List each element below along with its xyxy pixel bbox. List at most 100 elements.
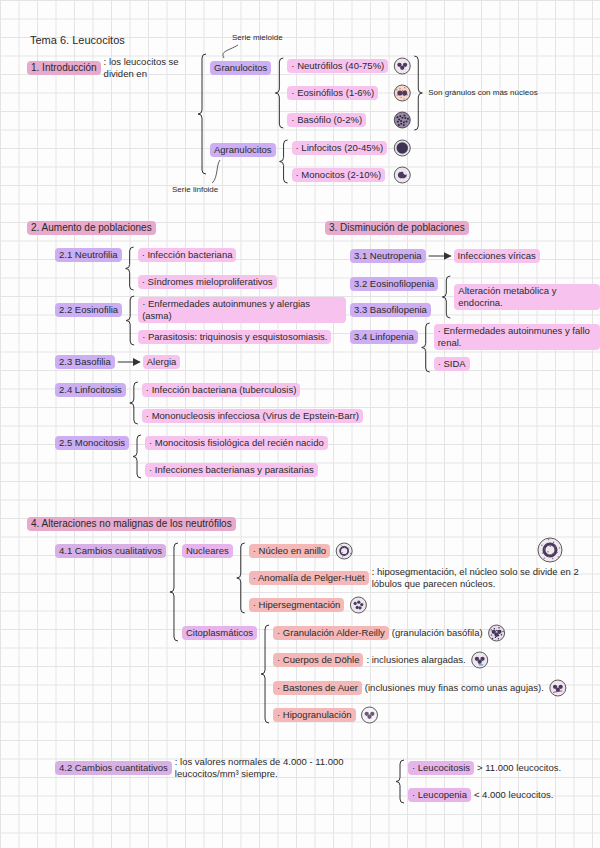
- highlight-box: 4.1 Cambios cualitativos: [55, 544, 166, 558]
- note-text: : inclusiones alargadas.: [366, 654, 465, 666]
- node-text: · SIDA: [438, 358, 466, 369]
- node-text: 2.2 Eosinofilia: [59, 304, 118, 315]
- highlight-box: Agranulocitos: [210, 143, 276, 157]
- highlight-box: 3.4 Linfopenia: [350, 330, 418, 344]
- node-text: Citoplasmáticos: [186, 627, 253, 638]
- node-text: · Infección bacteriana (tuberculosis): [146, 384, 297, 395]
- highlight-box: Nucleares: [182, 544, 233, 558]
- note-text: Son gránulos con más núcleos: [428, 88, 537, 98]
- node-text: · Infecciones bacterianas y parasitarias: [149, 464, 314, 475]
- highlight-box: Citoplasmáticos: [182, 626, 257, 640]
- node-text: · Granulación Alder-Reilly: [277, 627, 385, 638]
- brace: [133, 435, 141, 478]
- node-text: 1. Introducción: [31, 62, 97, 73]
- highlight-box: · Cuerpos de Döhle: [273, 653, 363, 667]
- brace: [126, 296, 134, 345]
- highlight-box: · SIDA: [434, 357, 470, 371]
- node-text: 3.3 Basofilopenia: [354, 304, 427, 315]
- note-text: : los valores normales de 4.000 - 11.000…: [175, 756, 392, 780]
- page-title: Tema 6. Leucocitos: [30, 34, 125, 47]
- note-text: (inclusiones muy finas como unas agujas)…: [365, 682, 544, 694]
- cell-icon: [538, 538, 562, 562]
- node-text: 3.2 Eosinofilopenia: [354, 278, 434, 289]
- highlight-box: · Neutrófilos (40-75%): [287, 59, 388, 73]
- node-text: 3.4 Linfopenia: [354, 331, 414, 342]
- node-text: · Monocitos (2-10%): [296, 169, 382, 180]
- node-text: · Bastones de Auer: [277, 682, 358, 693]
- node-text: · Enfermedades autoinmunes y fallo renal…: [438, 325, 590, 348]
- highlight-box: · Enfermedades autoinmunes y fallo renal…: [434, 324, 600, 350]
- brace: [275, 58, 283, 128]
- cell-icon: [394, 58, 410, 74]
- highlight-box: · Infección bacteriana: [138, 248, 237, 262]
- highlight-box: · Granulación Alder-Reilly: [273, 626, 389, 640]
- cell-icon: [394, 112, 410, 128]
- highlight-box: · Enfermedades autoinmunes y alergias (a…: [138, 297, 346, 323]
- cell-icon: [394, 85, 410, 101]
- node-text: · Neutrófilos (40-75%): [291, 60, 384, 71]
- highlight-box: · Linfocitos (20-45%): [292, 141, 388, 155]
- node-text: 4.1 Cambios cualitativos: [59, 545, 162, 556]
- node-text: · Leucocitosis: [412, 762, 470, 773]
- highlight-box: Alteración metabólica y endocrina.: [454, 284, 600, 310]
- node-text: · Núcleo en anillo: [253, 545, 326, 556]
- node-text: · Mononucleosis infecciosa (Virus de Eps…: [146, 410, 359, 421]
- highlight-box: · Anomalía de Pelger-Huët: [249, 571, 369, 585]
- node-text: · Parasitosis: triquinosis y esquistosom…: [142, 331, 327, 342]
- brace: [130, 382, 138, 424]
- node-text: Alteración metabólica y endocrina.: [458, 285, 556, 308]
- highlight-box: · Parasitosis: triquinosis y esquistosom…: [138, 330, 331, 344]
- brace: [198, 54, 206, 174]
- arrow-connector: [118, 362, 140, 363]
- node-text: · Anomalía de Pelger-Huët: [253, 572, 365, 583]
- note-text: < 4.000 leucocitos.: [474, 789, 553, 801]
- highlight-box: · Monocitos (2-10%): [292, 168, 386, 182]
- highlight-box: · Bastones de Auer: [273, 681, 362, 695]
- cell-icon: [489, 625, 505, 641]
- highlight-box: · Monocitosis fisiológica del recién nac…: [145, 436, 328, 450]
- node-text: Nucleares: [186, 545, 229, 556]
- note-text: Serie linfoide: [172, 185, 218, 195]
- highlight-box: 2.4 Linfocitosis: [55, 383, 126, 397]
- node-text: · Hipogranulación: [277, 709, 351, 720]
- node-text: · Hipersegmentación: [253, 599, 341, 610]
- highlight-box: Granulocitos: [210, 61, 271, 75]
- highlight-box: · Núcleo en anillo: [249, 544, 330, 558]
- node-text: Agranulocitos: [214, 144, 272, 155]
- highlight-box: 3. Disminución de poblaciones: [325, 221, 469, 235]
- node-text: · Basófilo (0-2%): [291, 114, 362, 125]
- cell-icon: [394, 140, 410, 156]
- cell-icon: [550, 680, 566, 696]
- highlight-box: 2.3 Basofilia: [55, 355, 115, 369]
- highlight-box: 3.1 Neutropenia: [350, 249, 426, 263]
- highlight-box: · Eosinófilos (1-6%): [287, 86, 378, 100]
- brace: [396, 760, 404, 803]
- highlight-box: 2. Aumento de poblaciones: [27, 221, 156, 235]
- highlight-box: 4. Alteraciones no malignas de los neutr…: [27, 517, 236, 531]
- highlight-box: 1. Introducción: [27, 61, 101, 75]
- brace: [237, 543, 245, 613]
- highlight-box: · Basófilo (0-2%): [287, 113, 366, 127]
- highlight-box: Alergia: [143, 355, 181, 369]
- node-text: · Linfocitos (20-45%): [296, 142, 384, 153]
- cell-icon: [336, 543, 352, 559]
- highlight-box: 2.2 Eosinofilia: [55, 303, 122, 317]
- highlight-box: · Hipogranulación: [273, 708, 355, 722]
- brace: [170, 543, 178, 641]
- brace: [422, 323, 430, 372]
- node-text: Infecciones víricas: [458, 250, 536, 261]
- node-text: · Síndromes mieloproliferativos: [142, 276, 273, 287]
- node-text: 2. Aumento de poblaciones: [31, 222, 152, 233]
- node-text: 4.2 Cambios cuantitativos: [59, 762, 168, 773]
- node-text: · Leucopenia: [412, 789, 467, 800]
- highlight-box: 4.2 Cambios cuantitativos: [55, 761, 172, 775]
- note-text: > 11.000 leucocitos.: [477, 762, 561, 774]
- node-text: · Infección bacteriana: [142, 249, 233, 260]
- highlight-box: 3.2 Eosinofilopenia: [350, 277, 438, 291]
- cell-icon: [350, 597, 366, 613]
- highlight-box: · Síndromes mieloproliferativos: [138, 275, 277, 289]
- node-text: 2.5 Monocitosis: [59, 437, 125, 448]
- brace: [261, 625, 269, 723]
- leader-line: [212, 160, 220, 183]
- node-text: 2.4 Linfocitosis: [59, 384, 122, 395]
